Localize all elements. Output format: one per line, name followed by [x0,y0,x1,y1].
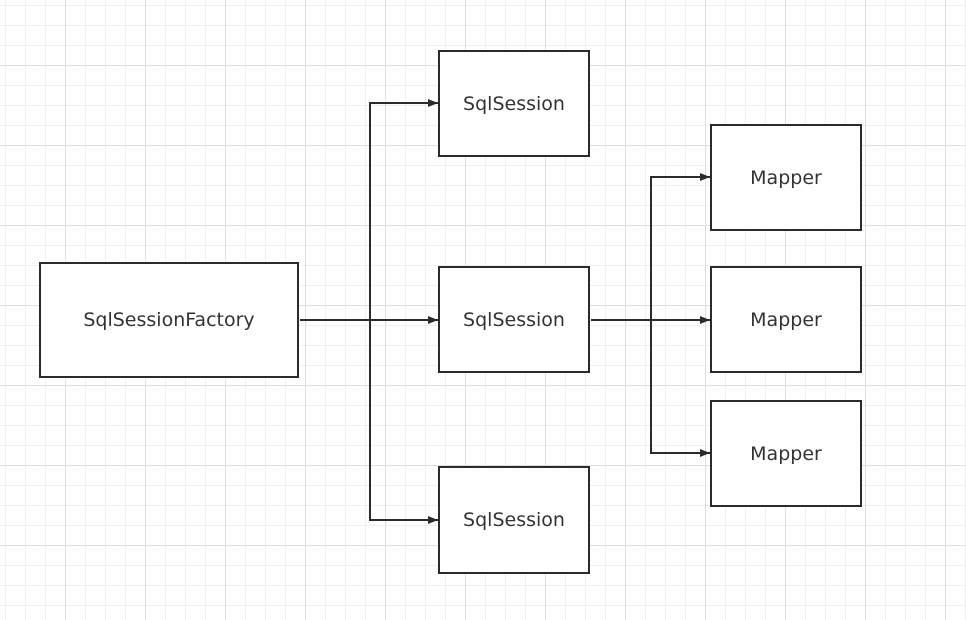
node-label: SqlSession [463,92,565,115]
connector-session-to-mapper-1 [591,173,710,321]
sql-session-node-3: SqlSession [438,466,590,574]
node-label: Mapper [750,442,822,465]
node-label: SqlSession [463,308,565,331]
sql-session-node-1: SqlSession [438,50,590,157]
mapper-node-1: Mapper [710,124,862,231]
node-label: SqlSession [463,509,565,531]
sql-session-node-2: SqlSession [438,266,590,373]
mapper-node-3: Mapper [710,400,862,507]
connector-factory-to-session-1 [300,99,438,321]
connector-factory-to-session-3 [300,319,438,524]
sql-session-factory-node: SqlSessionFactory [39,262,299,378]
mapper-node-2: Mapper [710,266,862,373]
node-label: Mapper [750,308,822,331]
node-label: Mapper [750,166,822,189]
connector-session-to-mapper-3 [591,319,710,457]
node-label: SqlSessionFactory [83,309,255,331]
